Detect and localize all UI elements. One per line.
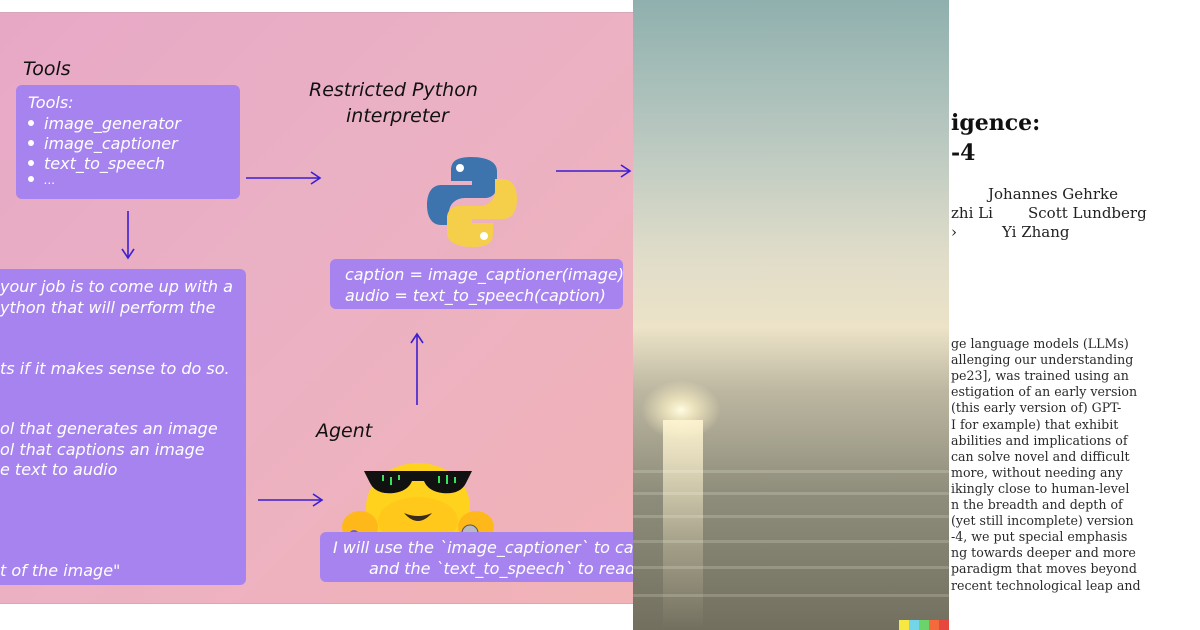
author-name: Scott Lundberg bbox=[1028, 204, 1147, 222]
tool-item: text_to_speech bbox=[28, 154, 165, 173]
tools-heading: Tools bbox=[23, 58, 71, 80]
wave bbox=[633, 594, 949, 597]
diagram-slide: Tools Tools: image_generator image_capti… bbox=[0, 12, 633, 604]
abstract-line: paradigm that moves beyond bbox=[951, 561, 1137, 577]
abstract-line: can solve novel and difficult bbox=[951, 448, 1130, 464]
color-watermark bbox=[899, 620, 949, 630]
paper-excerpt-panel: igence: -4 Johannes Gehrke zhi Li Scott … bbox=[949, 0, 1200, 630]
abstract-line: ge language models (LLMs) bbox=[951, 336, 1129, 351]
wave bbox=[633, 540, 949, 543]
abstract-line: (yet still incomplete) version bbox=[951, 513, 1134, 529]
code-box: caption = image_captioner(image) audio =… bbox=[330, 259, 624, 309]
prompt-line: ol that generates an image bbox=[0, 419, 218, 438]
prompt-line: ol that captions an image bbox=[0, 440, 205, 459]
watermark-swatch bbox=[939, 620, 949, 630]
arrow-right-icon bbox=[246, 171, 322, 185]
wave bbox=[633, 470, 949, 473]
abstract-line: Ι for example) that exhibit bbox=[951, 416, 1119, 432]
watermark-swatch bbox=[899, 620, 909, 630]
arrow-right-icon bbox=[556, 164, 632, 178]
bullet-icon bbox=[28, 139, 34, 146]
author-fragment: › bbox=[951, 223, 957, 241]
prompt-line: e text to audio bbox=[0, 460, 118, 479]
abstract-line: -4, we put special emphasis bbox=[951, 529, 1128, 545]
abstract-line: ng towards deeper and more bbox=[951, 545, 1136, 561]
author-name: zhi Li bbox=[951, 204, 993, 222]
tool-item: ... bbox=[28, 173, 55, 187]
watermark-swatch bbox=[929, 620, 939, 630]
prompt-box: your job is to come up with a ython that… bbox=[0, 269, 246, 585]
wave bbox=[633, 492, 949, 495]
agent-diagram-panel: Tools Tools: image_generator image_capti… bbox=[0, 12, 633, 604]
tool-item: image_generator bbox=[28, 114, 181, 133]
wave bbox=[633, 515, 949, 518]
paper-title-line: -4 bbox=[951, 140, 976, 166]
watermark-swatch bbox=[919, 620, 929, 630]
abstract-line: pe23], was trained using an bbox=[951, 368, 1129, 384]
prompt-line: your job is to come up with a bbox=[0, 277, 233, 296]
agent-heading: Agent bbox=[316, 420, 373, 442]
bullet-icon bbox=[28, 175, 34, 182]
abstract-line: ikingly close to human-level bbox=[951, 480, 1130, 496]
sunset-ocean-image bbox=[633, 0, 949, 630]
arrow-right-icon bbox=[258, 493, 324, 507]
tools-box-header: Tools: bbox=[28, 93, 74, 112]
abstract-line: n the breadth and depth of bbox=[951, 497, 1123, 512]
paper-title-line: igence: bbox=[951, 110, 1041, 136]
abstract-line: estigation of an early version bbox=[951, 384, 1138, 400]
author-name: Yi Zhang bbox=[1002, 223, 1070, 241]
abstract-line: recent technological leap and bbox=[951, 577, 1141, 593]
bullet-icon bbox=[28, 119, 34, 126]
sun-reflection bbox=[663, 420, 703, 630]
code-line: caption = image_captioner(image) bbox=[345, 265, 624, 284]
arrow-up-icon bbox=[410, 332, 424, 405]
wave bbox=[633, 566, 949, 569]
abstract-line: (this early version of) GPT- bbox=[951, 400, 1122, 416]
abstract-line: more, without needing any bbox=[951, 464, 1123, 480]
code-line: audio = text_to_speech(caption) bbox=[345, 286, 606, 305]
python-logo-icon bbox=[427, 157, 517, 247]
abstract-line: allenging our understanding bbox=[951, 352, 1134, 368]
prompt-line: t of the image" bbox=[0, 561, 121, 580]
interpreter-heading-line1: Restricted Python bbox=[309, 79, 478, 101]
watermark-swatch bbox=[909, 620, 919, 630]
interpreter-heading-line2: interpreter bbox=[346, 105, 449, 127]
author-name: Johannes Gehrke bbox=[988, 185, 1118, 203]
arrow-down-icon bbox=[121, 211, 135, 260]
agent-reply-line: I will use the `image_captioner` to ca bbox=[333, 538, 633, 557]
tools-box: Tools: image_generator image_captioner t… bbox=[16, 85, 240, 199]
bullet-icon bbox=[28, 159, 34, 166]
agent-reply-line: and the `text_to_speech` to read bbox=[369, 559, 633, 578]
abstract-line: abilities and implications of bbox=[951, 432, 1128, 448]
agent-reply-box: I will use the `image_captioner` to ca a… bbox=[320, 532, 633, 582]
tool-item: image_captioner bbox=[28, 134, 178, 153]
prompt-line: ts if it makes sense to do so. bbox=[0, 359, 230, 378]
prompt-line: ython that will perform the bbox=[0, 298, 216, 317]
